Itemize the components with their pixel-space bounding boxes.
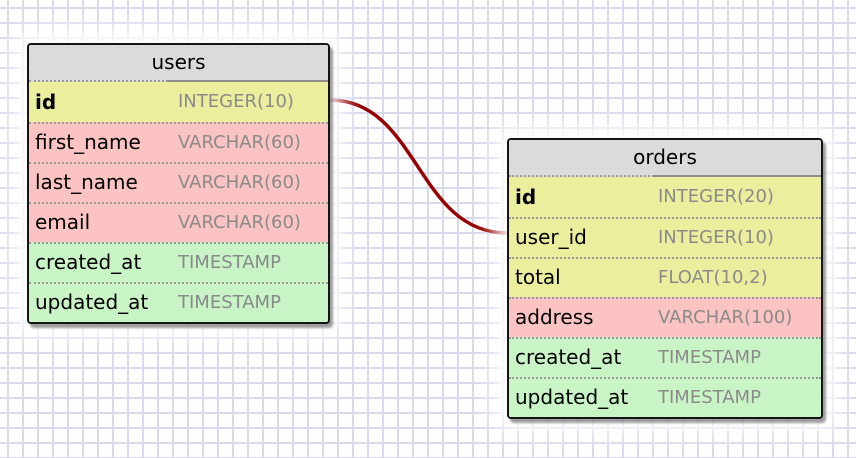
header-underline (166, 80, 328, 82)
column-type: VARCHAR(60) (178, 132, 301, 153)
table-orders-title: orders (633, 145, 697, 169)
table-users-header[interactable]: users (29, 45, 328, 82)
column-type: TIMESTAMP (658, 347, 761, 368)
column-row-users-updated_at[interactable]: updated_at TIMESTAMP (29, 282, 328, 322)
column-type: INTEGER(10) (178, 91, 294, 112)
table-orders-rows: id INTEGER(20) user_id INTEGER(10) total FLOA… (509, 177, 821, 417)
column-row-orders-id[interactable]: id INTEGER(20) (509, 177, 821, 217)
column-row-orders-total[interactable]: total FLOAT(10,2) (509, 257, 821, 297)
table-orders[interactable]: orders id INTEGER(20) user_id INTEGER(10) to… (507, 138, 823, 419)
column-row-users-last_name[interactable]: last_name VARCHAR(60) (29, 162, 328, 202)
column-row-users-created_at[interactable]: created_at TIMESTAMP (29, 242, 328, 282)
column-row-orders-user_id[interactable]: user_id INTEGER(10) (509, 217, 821, 257)
column-name: created_at (515, 345, 622, 369)
column-row-users-email[interactable]: email VARCHAR(60) (29, 202, 328, 242)
column-row-orders-created_at[interactable]: created_at TIMESTAMP (509, 337, 821, 377)
relation-line-users-orders[interactable] (328, 98, 509, 235)
column-row-orders-address[interactable]: address VARCHAR(100) (509, 297, 821, 337)
header-underline (652, 175, 821, 177)
column-type: FLOAT(10,2) (658, 267, 768, 288)
column-row-orders-updated_at[interactable]: updated_at TIMESTAMP (509, 377, 821, 417)
column-type: TIMESTAMP (178, 292, 281, 313)
column-type: TIMESTAMP (178, 252, 281, 273)
column-row-users-id[interactable]: id INTEGER(10) (29, 82, 328, 122)
column-name: total (515, 265, 561, 289)
column-name: user_id (515, 225, 587, 249)
column-name: created_at (35, 250, 142, 274)
table-orders-header[interactable]: orders (509, 140, 821, 177)
column-name: updated_at (515, 385, 629, 409)
column-type: VARCHAR(60) (178, 172, 301, 193)
column-type: INTEGER(10) (658, 227, 774, 248)
column-type: VARCHAR(100) (658, 307, 793, 328)
column-name: id (35, 90, 57, 114)
column-name: id (515, 185, 537, 209)
column-name: first_name (35, 130, 141, 154)
column-type: VARCHAR(60) (178, 212, 301, 233)
column-name: updated_at (35, 290, 149, 314)
column-name: address (515, 305, 594, 329)
table-users-title: users (151, 50, 206, 74)
column-row-users-first_name[interactable]: first_name VARCHAR(60) (29, 122, 328, 162)
column-type: INTEGER(20) (658, 186, 774, 207)
column-type: TIMESTAMP (658, 387, 761, 408)
column-name: email (35, 210, 91, 234)
column-name: last_name (35, 170, 138, 194)
